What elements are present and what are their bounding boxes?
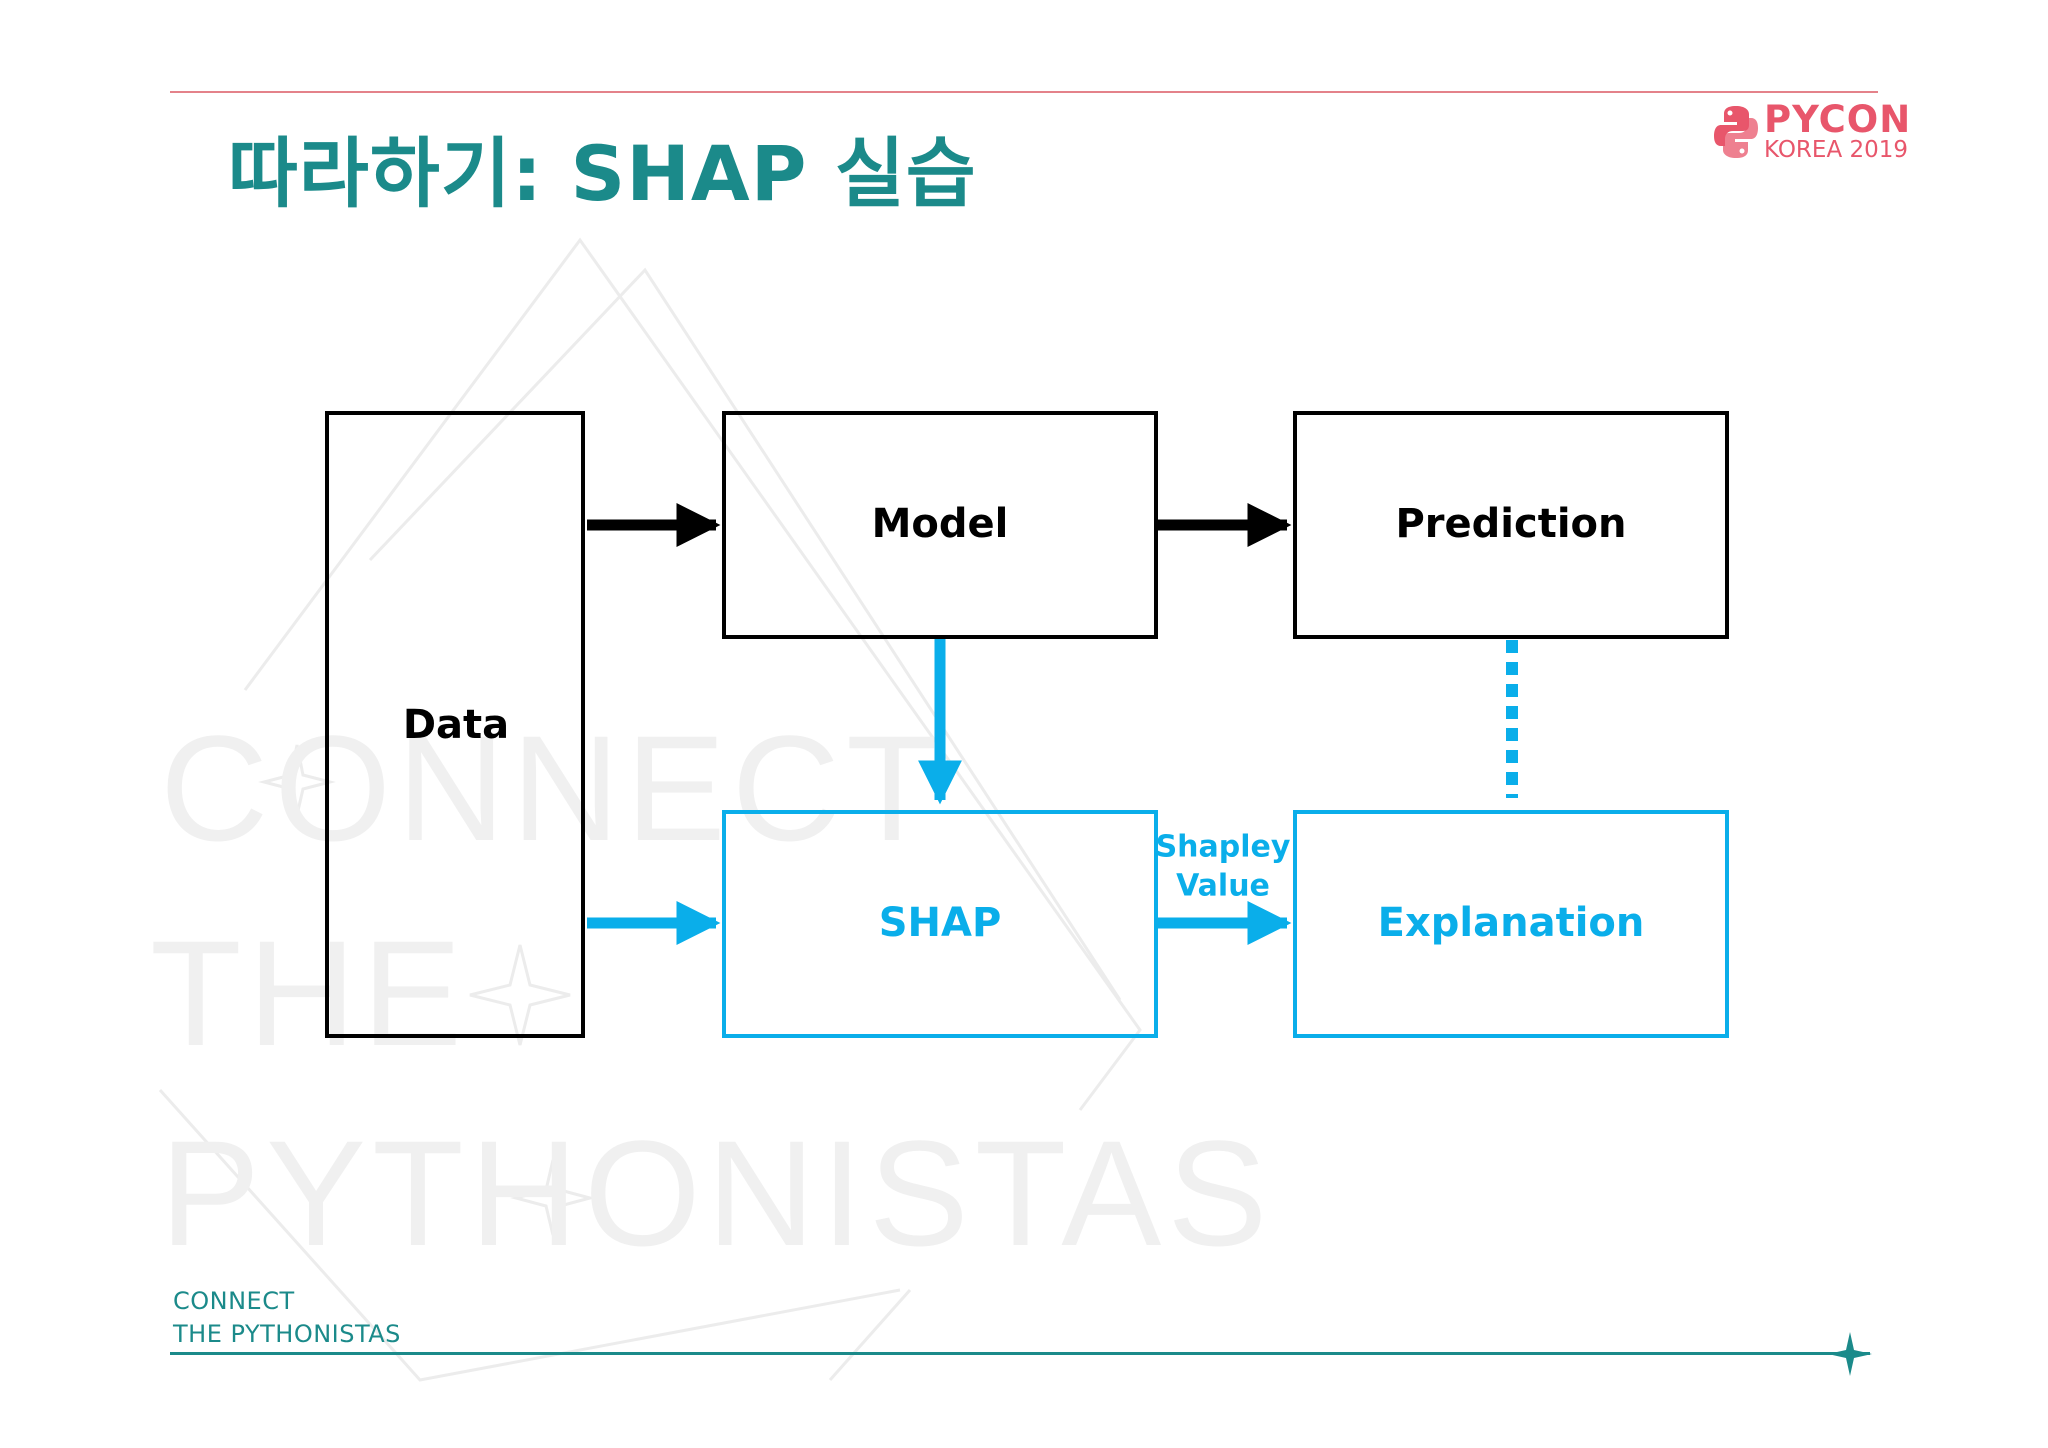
node-shap-label: SHAP: [879, 900, 1002, 946]
watermark-line1: CONNECT: [160, 704, 944, 872]
node-explanation: [1293, 810, 1729, 1038]
node-prediction: [1293, 411, 1729, 639]
footer-rule: [170, 1352, 1870, 1355]
logo-name: PYCON: [1764, 98, 1912, 141]
node-model-label: Model: [872, 501, 1009, 547]
node-shap: [722, 810, 1158, 1038]
watermark-line2: THE: [150, 909, 468, 1077]
node-data-label: Data: [403, 702, 509, 748]
pycon-logo: PYCON KOREA 2019: [1714, 98, 1910, 164]
four-point-star-icon: [1828, 1332, 1872, 1376]
slide-title: 따라하기: SHAP 실습: [228, 129, 977, 218]
footer-line1: CONNECT: [173, 1287, 295, 1315]
node-data: [325, 411, 585, 1038]
logo-subtitle: KOREA 2019: [1764, 137, 1909, 163]
edge-label-shapley: Shapley: [1156, 830, 1291, 865]
top-rule: [170, 91, 1878, 93]
node-explanation-label: Explanation: [1378, 900, 1645, 946]
node-prediction-label: Prediction: [1395, 501, 1626, 547]
footer-line2: THE PYTHONISTAS: [173, 1320, 401, 1348]
watermark-line3: PYTHONISTAS: [160, 1109, 1273, 1277]
python-logo-icon: [1714, 106, 1758, 158]
node-model: [722, 411, 1158, 639]
edge-label-value: Value: [1176, 869, 1270, 904]
